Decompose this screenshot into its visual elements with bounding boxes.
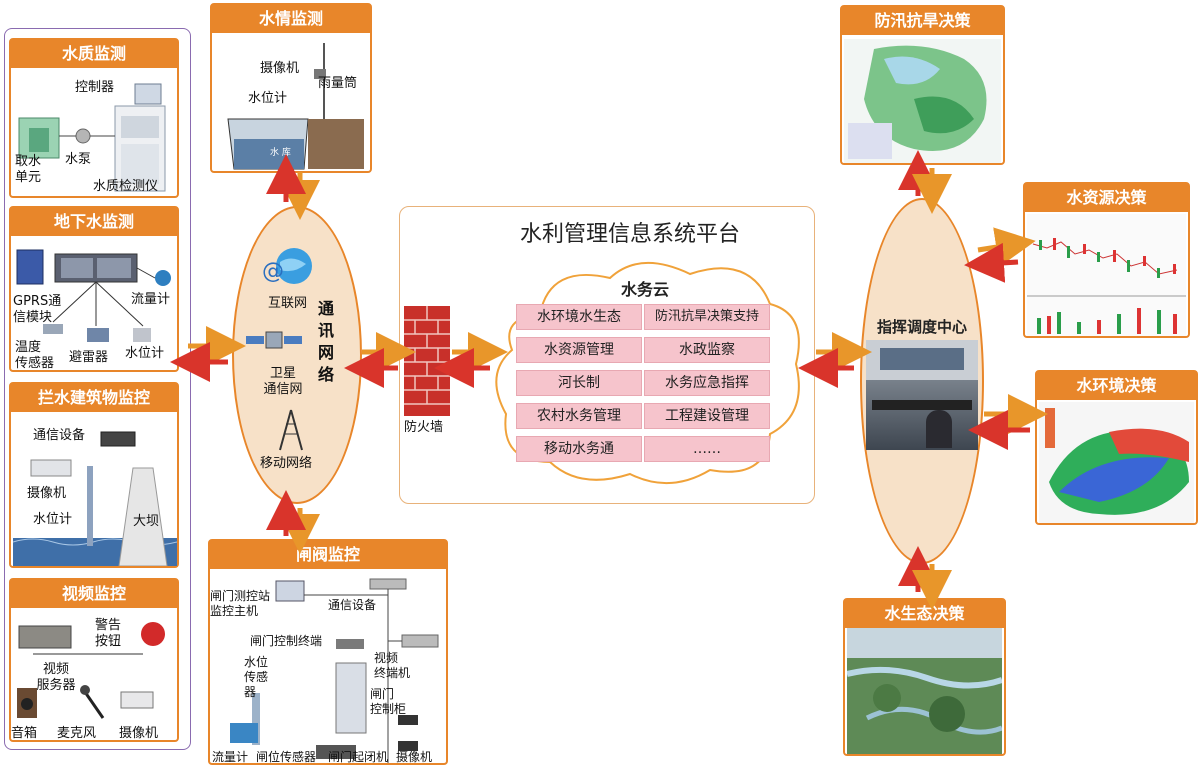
flow-arrows: [0, 0, 1200, 767]
